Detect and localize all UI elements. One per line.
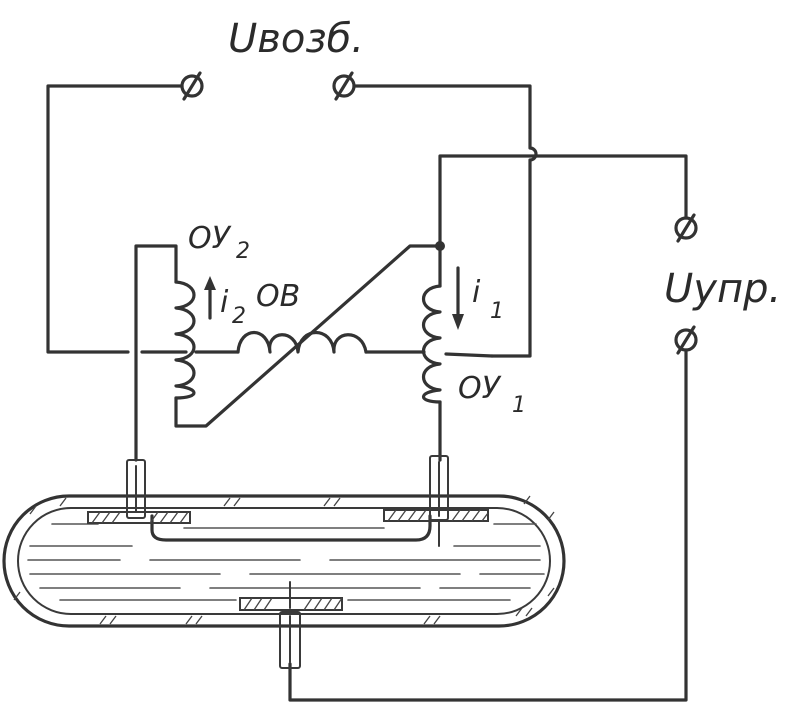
electrode-rod-right	[429, 455, 449, 547]
label-ou2-index: 2	[236, 239, 250, 264]
label-i1-index: 1	[490, 299, 504, 324]
electrode-rod-left	[126, 459, 146, 519]
electrode-plate-right	[383, 509, 489, 522]
control-winding-ou2	[134, 241, 445, 462]
liquid-fill	[27, 523, 545, 601]
label-u-excitation: Uвозб.	[228, 16, 364, 62]
label-ov: ОВ	[256, 279, 300, 314]
electrode-plate-left	[87, 511, 191, 524]
label-i2-index: 2	[232, 304, 246, 329]
label-ou1: ОУ	[458, 371, 502, 406]
label-ou2: ОУ	[188, 221, 232, 256]
vessel-wall-hatching	[13, 495, 555, 625]
excitation-winding-ov	[236, 330, 368, 354]
label-i1: i	[472, 275, 481, 310]
electrode-rod-bottom	[279, 581, 301, 669]
arrow-i1-down-icon	[452, 266, 464, 330]
arrow-i2-up-icon	[204, 276, 216, 320]
label-i2: i	[220, 285, 229, 320]
label-ou1-index: 1	[512, 393, 526, 418]
excitation-circuit-wires	[46, 84, 538, 358]
terminal-excitation-left	[180, 71, 204, 101]
electrolytic-vessel	[2, 494, 566, 628]
label-u-control: Uупр.	[664, 266, 781, 312]
control-circuit-wires	[288, 154, 688, 702]
bridge-electrode-liquid	[150, 514, 432, 542]
terminal-excitation-right	[332, 71, 356, 101]
control-winding-ou1	[421, 244, 442, 462]
electrode-plate-bottom	[239, 597, 343, 611]
